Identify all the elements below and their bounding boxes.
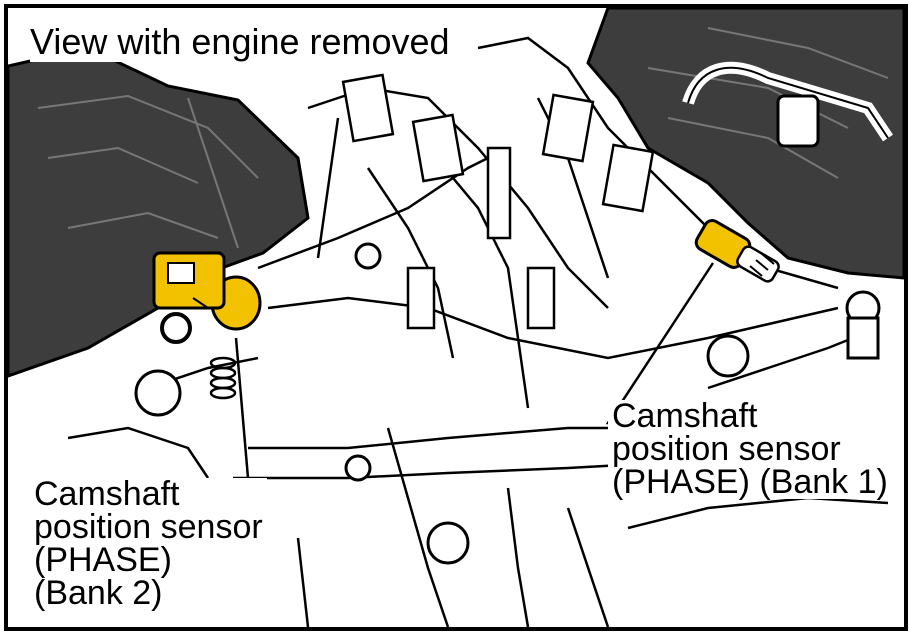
callout-bank1-line3: (PHASE) (Bank 1) xyxy=(612,463,888,501)
left-cover-detail xyxy=(37,94,259,249)
callout-bank1-line2: position sensor xyxy=(612,430,841,468)
injector-rods xyxy=(341,73,655,330)
callout-bank2: Camshaft position sensor (PHASE) (Bank 2… xyxy=(34,475,267,612)
bolts xyxy=(134,242,881,565)
leader-line-bank2 xyxy=(233,337,250,480)
spring-coil xyxy=(209,356,237,400)
callout-bank2-line2: position sensor xyxy=(34,508,263,546)
callout-bank2-line4: (Bank 2) xyxy=(34,574,163,612)
diagram-frame: View with engine removed Camshaft positi… xyxy=(4,4,908,631)
view-title: View with engine removed xyxy=(30,22,456,62)
callout-bank2-line3: (PHASE) xyxy=(34,541,172,579)
callout-bank1: Camshaft position sensor (PHASE) (Bank 1… xyxy=(608,397,894,501)
callout-bank1-line1: Camshaft xyxy=(612,397,758,435)
callout-bank2-line1: Camshaft xyxy=(34,475,180,513)
left-cover-panel xyxy=(8,46,310,378)
right-cover-detail xyxy=(647,27,889,179)
engine-illustration xyxy=(8,8,904,627)
camshaft-sensor-bank1-icon xyxy=(694,219,780,283)
right-cover-panel xyxy=(586,8,904,280)
hex-bolt xyxy=(160,312,192,344)
camshaft-sensor-bank2-icon xyxy=(152,251,262,331)
